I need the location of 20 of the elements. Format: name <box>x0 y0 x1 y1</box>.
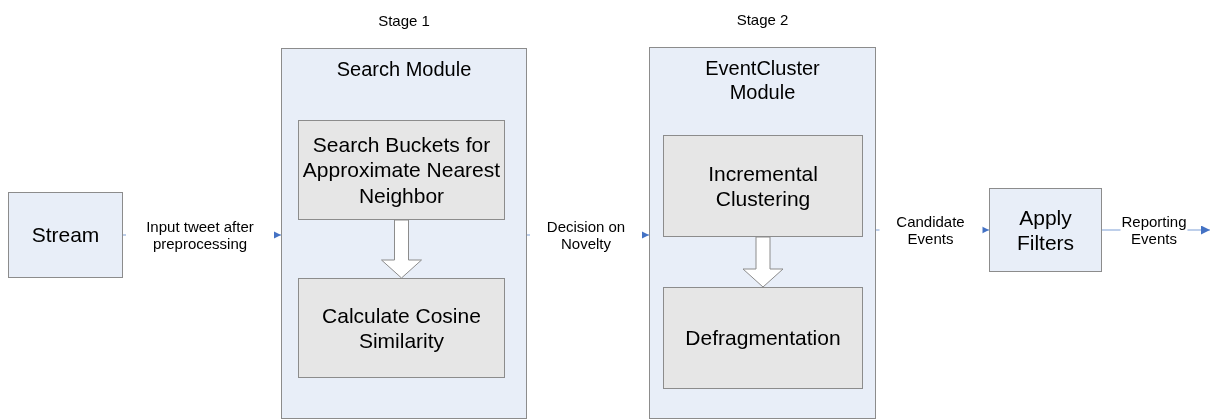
step-box <box>298 278 505 378</box>
step-label: Defragmentation <box>685 325 841 351</box>
step-label: Search Buckets for Approximate Nearest Neighbor <box>301 132 502 208</box>
step-label: Calculate Cosine Similarity <box>321 302 482 354</box>
stage-label: Stage 2 <box>736 11 789 28</box>
block-arrow <box>381 219 422 279</box>
step-label: Apply Filters <box>1015 204 1076 256</box>
module-title: Search Module <box>336 57 472 81</box>
step-box <box>298 120 505 220</box>
stage-label: Stage 1 <box>378 12 430 29</box>
module-panel <box>649 47 876 419</box>
process-box <box>8 192 123 278</box>
block-arrow <box>742 236 784 288</box>
module-panel <box>281 48 527 419</box>
step-label: Stream <box>31 222 100 248</box>
module-title: EventCluster Module <box>704 56 821 104</box>
process-box <box>989 188 1102 272</box>
step-box <box>663 287 863 389</box>
step-label: Incremental Clustering <box>707 160 819 212</box>
step-box <box>663 135 863 237</box>
